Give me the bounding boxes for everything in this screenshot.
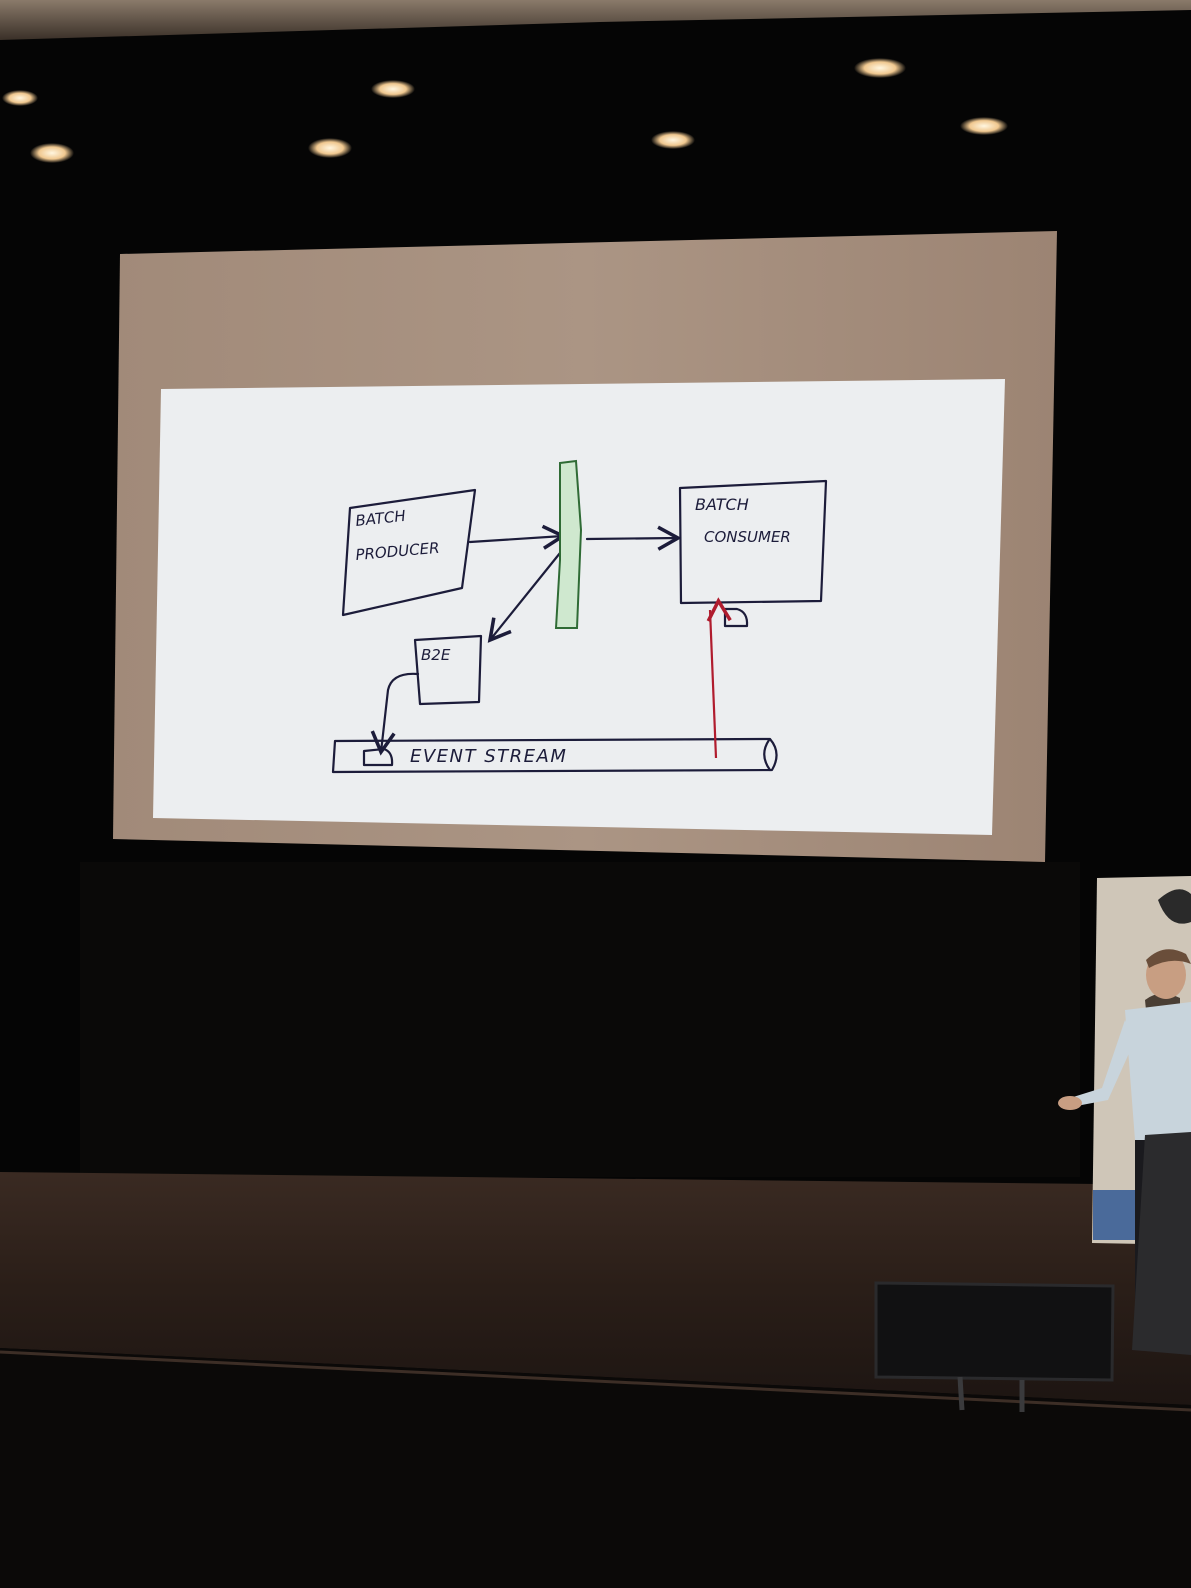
consumer-label-line1: BATCH: [695, 495, 749, 514]
ceiling-light: [308, 138, 352, 158]
event-stream-label: EVENT STREAM: [410, 746, 567, 767]
document-icon: [723, 607, 749, 628]
ceiling-light: [371, 80, 415, 98]
producer-label-line1: BATCH: [355, 507, 407, 530]
arrow-pipe-to-b2e: [487, 551, 562, 643]
ceiling-lights: [2, 58, 1008, 163]
arrow-b2e-to-stream: [370, 672, 420, 756]
projection-screen: BATCH PRODUCER BATCH CONSUMER B2E EVENT …: [113, 231, 1057, 862]
event-stream-pipe-end: [763, 738, 772, 772]
backdrop-wall: [80, 862, 1080, 1177]
slide: [153, 379, 1005, 835]
arrow-producer-to-pipe: [468, 524, 567, 550]
event-stream-pipe: [331, 737, 778, 774]
ceiling-light: [854, 58, 906, 78]
arrow-pipe-to-consumer: [585, 525, 682, 551]
queue-pipe: [554, 459, 583, 629]
lectern: [1132, 1132, 1191, 1355]
b2e-label: B2E: [421, 646, 451, 664]
ceiling-light: [2, 90, 38, 106]
slide-diagram: [331, 479, 828, 774]
ceiling-light: [960, 117, 1008, 135]
batch-producer-box: [341, 488, 477, 617]
ceiling: [0, 0, 1191, 163]
b2e-box: [413, 634, 483, 706]
consumer-label-line2: CONSUMER: [704, 528, 791, 546]
ceiling-light: [30, 143, 74, 163]
confidence-monitor: [874, 1281, 1115, 1412]
ceiling-light: [651, 131, 695, 149]
arrow-stream-to-consumer: [706, 597, 732, 759]
batch-consumer-box: [678, 479, 828, 605]
